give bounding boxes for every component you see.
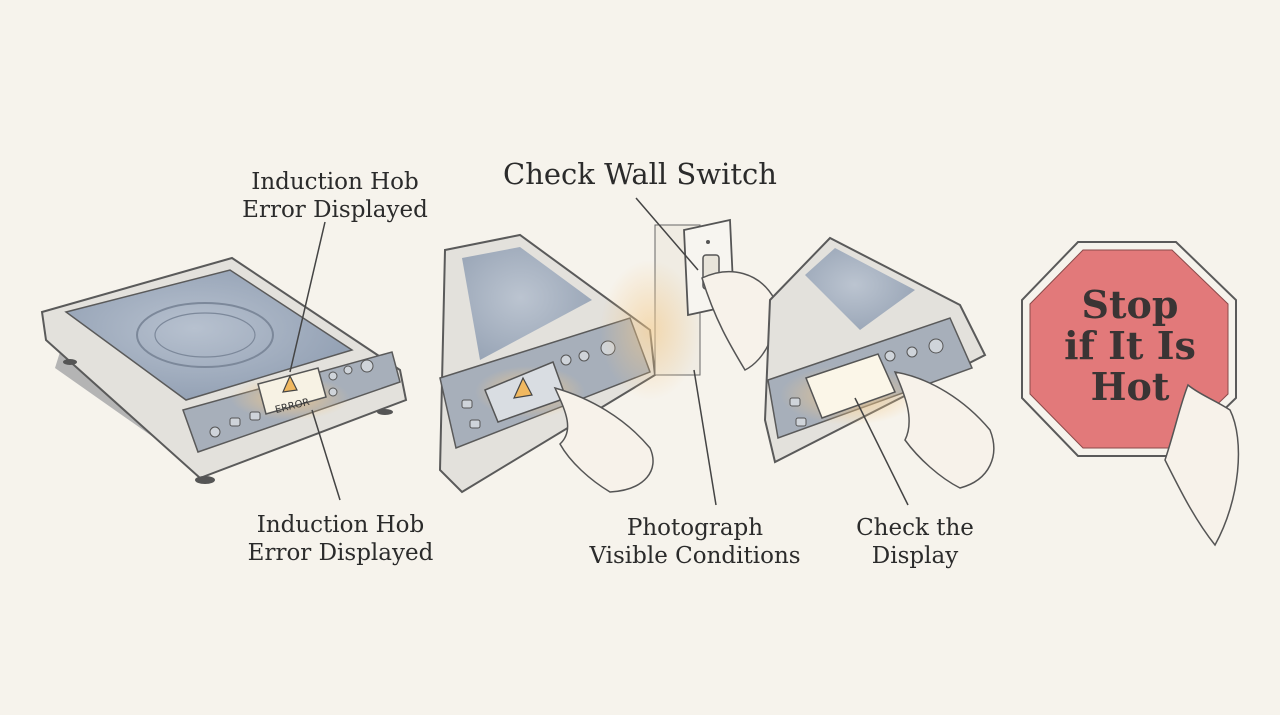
hand bbox=[893, 371, 995, 489]
stop-sign bbox=[1021, 241, 1240, 547]
label-line: Display bbox=[871, 543, 959, 570]
induction-hob-2 bbox=[438, 233, 657, 494]
wall-switch bbox=[600, 197, 777, 506]
label-check-wall-switch: Check Wall Switch bbox=[503, 157, 777, 191]
label-line: Photograph bbox=[626, 515, 764, 541]
hand bbox=[1164, 383, 1240, 547]
warning-triangle-icon bbox=[282, 374, 298, 393]
label-line: Induction Hob bbox=[251, 169, 419, 195]
label-line: Induction Hob bbox=[256, 512, 425, 538]
hand bbox=[553, 386, 654, 493]
induction-hob-3 bbox=[763, 236, 995, 506]
hand bbox=[701, 270, 777, 371]
warning-triangle-icon bbox=[512, 376, 533, 399]
label-check-display: Check the Display bbox=[840, 514, 990, 570]
induction-hob-1: ERROR bbox=[40, 221, 408, 501]
label-line: Error Displayed bbox=[247, 540, 434, 567]
stop-line: Hot bbox=[1090, 364, 1170, 410]
label-photograph-conditions: Photograph Visible Conditions bbox=[580, 514, 810, 570]
stop-line: if It Is bbox=[1064, 323, 1196, 369]
label-hob-error-top: Induction Hob Error Displayed bbox=[240, 168, 430, 224]
label-line: Visible Conditions bbox=[589, 543, 801, 570]
label-line: Check the bbox=[856, 515, 974, 541]
power-icon bbox=[928, 338, 944, 354]
blank-display bbox=[805, 353, 897, 419]
power-icon bbox=[209, 426, 221, 438]
stop-line: Stop bbox=[1081, 282, 1179, 327]
label-line: Error Displayed bbox=[242, 197, 428, 224]
stop-sign-text: Stop if It Is Hot bbox=[1040, 284, 1220, 407]
label-hob-error-bottom: Induction Hob Error Displayed bbox=[243, 511, 438, 567]
